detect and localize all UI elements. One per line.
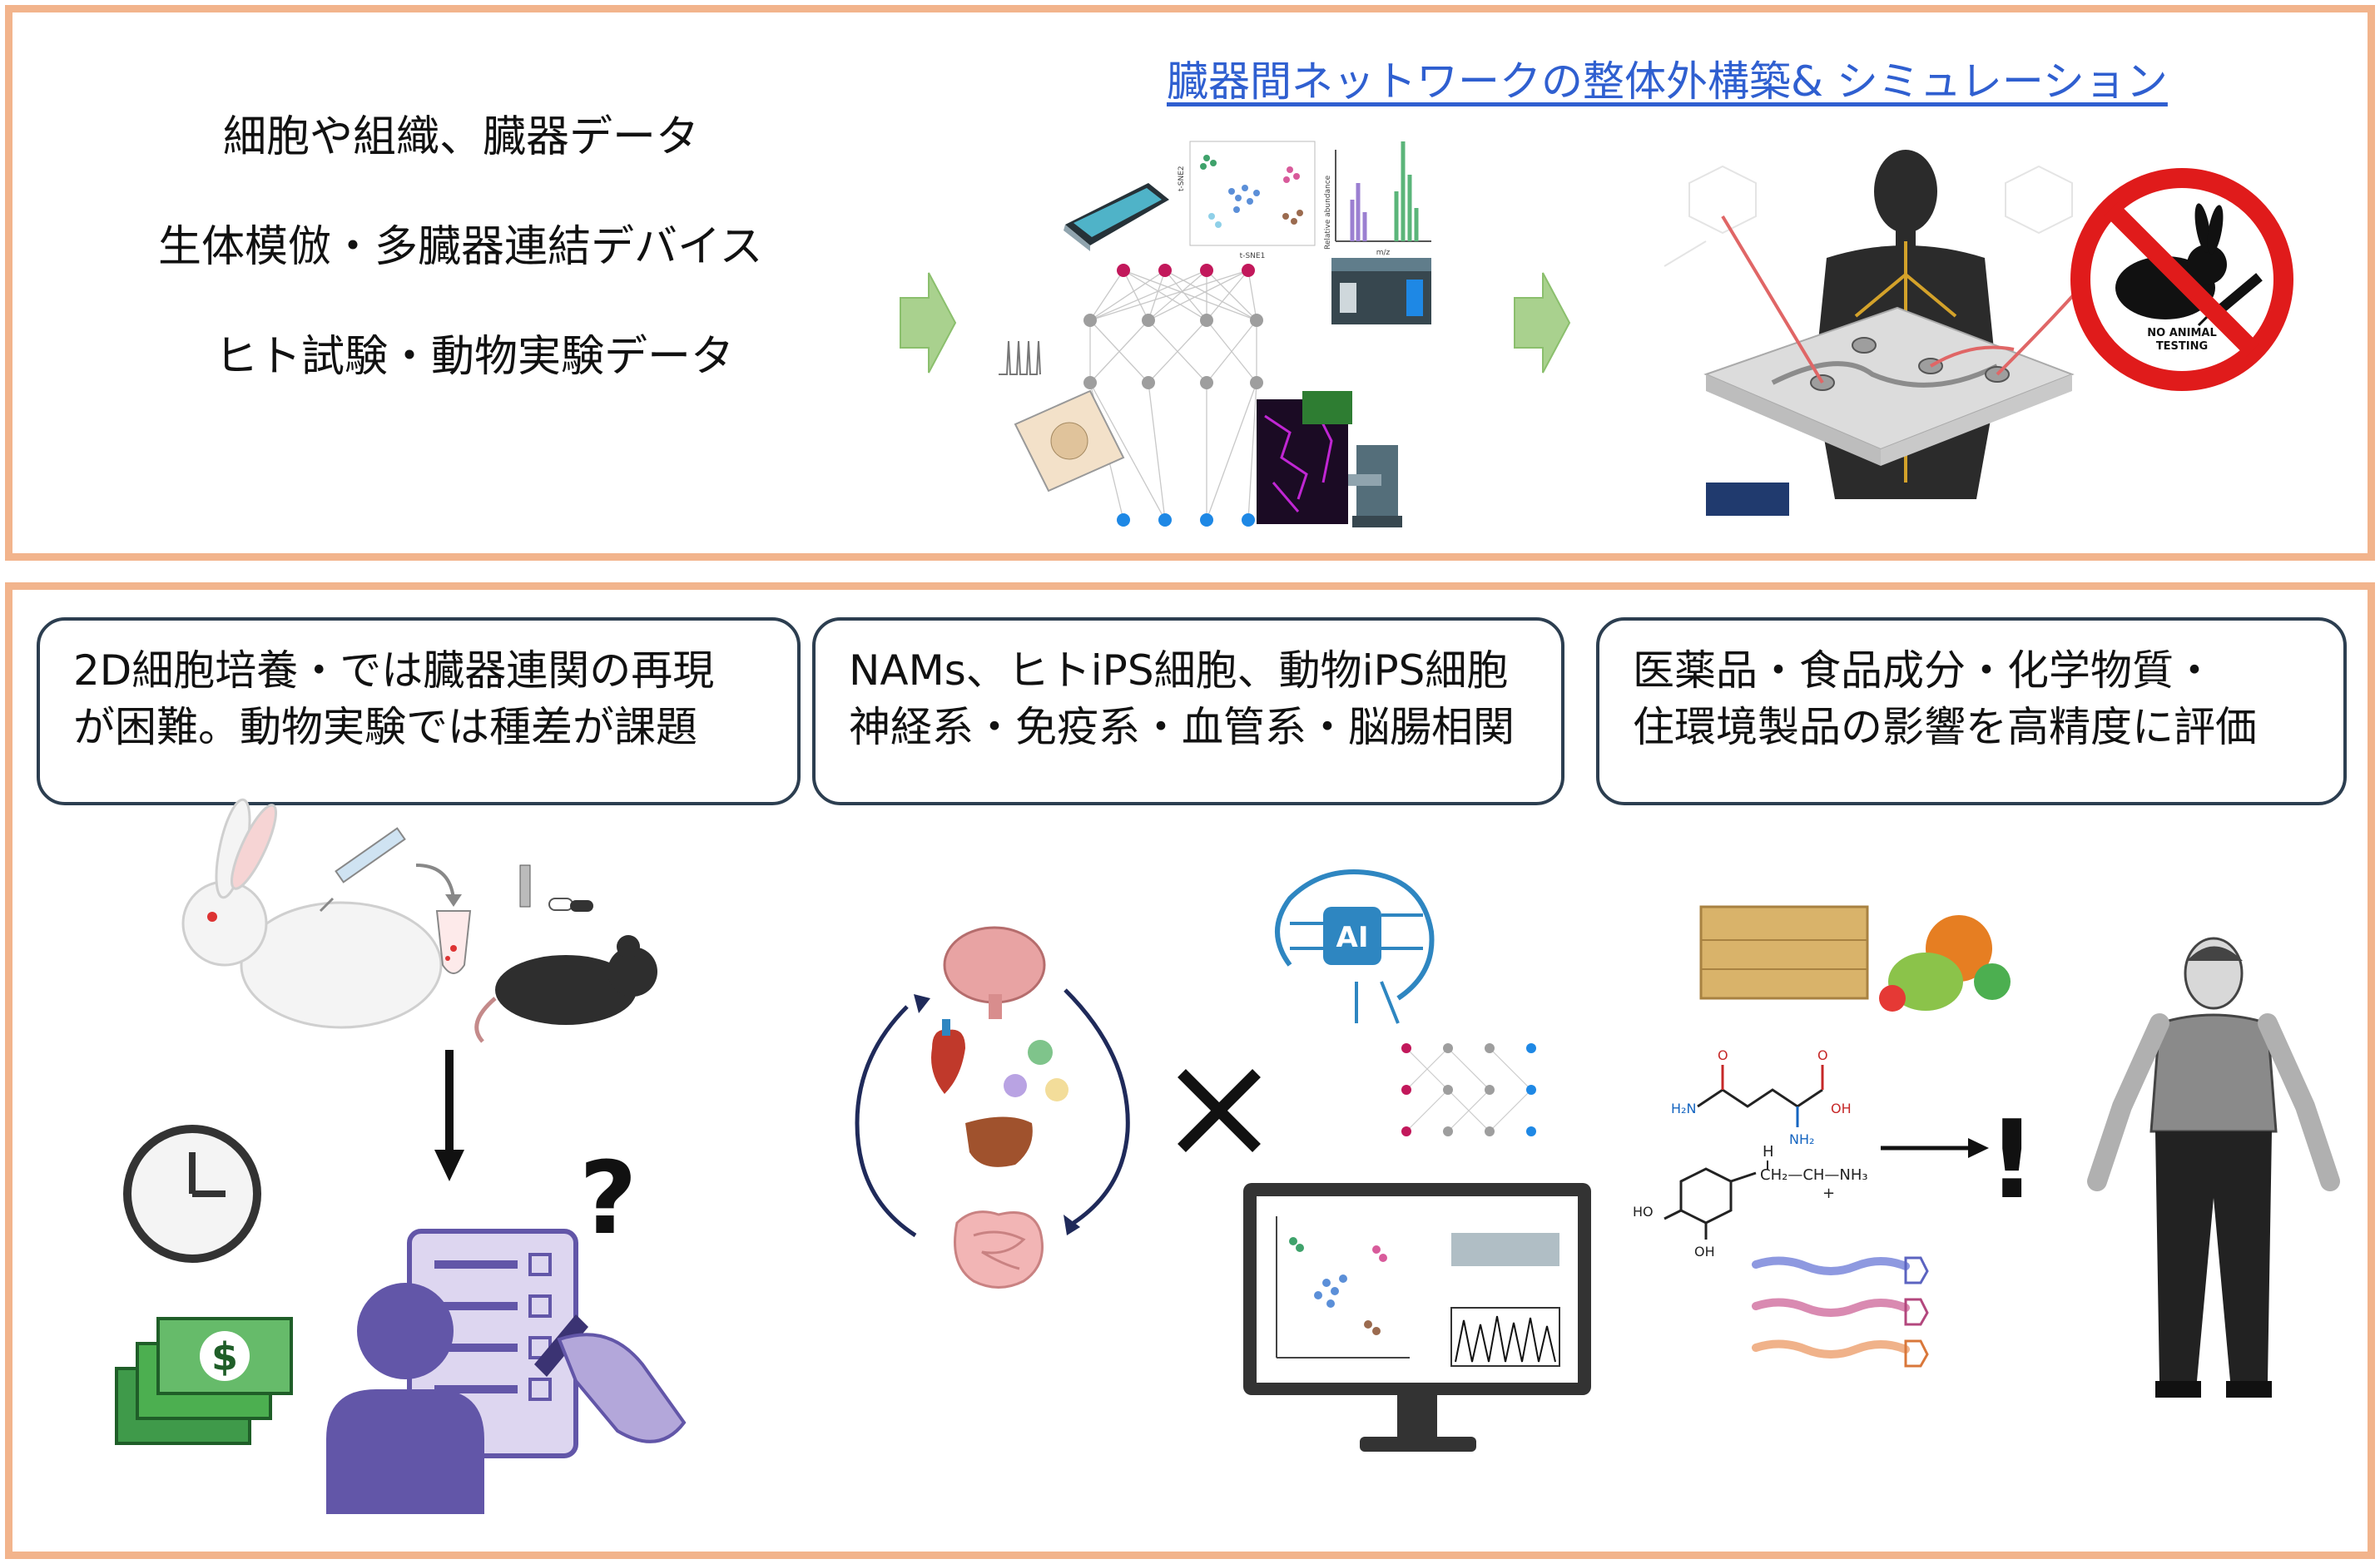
callout-evaluation-line2: 住環境製品の影響を高精度に評価 (1633, 703, 2257, 751)
tsne-scatter-icon: t-SNE1 t-SNE2 (1178, 141, 1316, 260)
callout-evaluation: 医薬品・食品成分・化学物質・ 住環境製品の影響を高精度に評価 (1596, 617, 2347, 805)
chem-h-label: H (1763, 1143, 1774, 1161)
chem-nh2-label: NH₂ (1789, 1131, 1814, 1147)
clock-icon (123, 1125, 261, 1263)
callout-problem: 2D細胞培養・では臓器連関の再現 が困難。動物実験では種差が課題 (37, 617, 801, 805)
chem-plus-label: + (1822, 1185, 1835, 1202)
person-checklist-icon (326, 1229, 687, 1514)
chemical-structures-illustration: H₂N OH NH₂ O O HO OH CH₂—CH—NH₃ H + (1633, 1047, 1989, 1368)
tablet-device-icon (1064, 183, 1169, 251)
down-arrow-icon (434, 1050, 464, 1181)
vegetables-icon (1879, 915, 2011, 1012)
ms-x-label: m/z (1376, 249, 1391, 257)
black-mouse-icon (474, 935, 657, 1043)
immune-cell-icon (1004, 1074, 1027, 1097)
rabbit-icon (2115, 203, 2227, 319)
organ-cycle-illustration (855, 926, 1130, 1289)
microscope-icon (1348, 445, 1402, 527)
cell-icon (1028, 1040, 1053, 1065)
no-animal-testing-badge: NO ANIMAL TESTING (2070, 168, 2293, 391)
multiply-icon (1178, 1069, 1261, 1152)
testing-text: TESTING (2156, 340, 2208, 353)
chem-ho-label: HO (1633, 1204, 1654, 1220)
source-human-animal-data: ヒト試験・動物実験データ (215, 332, 735, 382)
standing-man-icon (2087, 937, 2340, 1398)
ai-brain-icon: AI (1275, 869, 1435, 1024)
animal-testing-illustration (181, 798, 657, 1043)
syringe-pills-icon (519, 864, 593, 912)
green-arrow-icon (900, 272, 957, 374)
callout-evaluation-line1: 医薬品・食品成分・化学物質・ (1633, 646, 2215, 695)
neuron-cell-icon (1045, 1078, 1069, 1101)
sample-tube-icon (435, 910, 472, 974)
organ-chip-slab-icon (1703, 215, 2107, 466)
microchip-icon (1014, 389, 1125, 492)
white-rabbit-icon (181, 798, 443, 1029)
pen-hand-icon (534, 1314, 687, 1443)
callout-methods-line2: 神経系・免疫系・血管系・脳腸相関 (849, 703, 1515, 751)
callout-methods: NAMs、ヒトiPS細胞、動物iPS細胞 神経系・免疫系・血管系・脳腸相関 (812, 617, 1564, 805)
source-biomimetic-device: 生体模倣・多臓器連結デバイス (158, 222, 763, 272)
ai-label: AI (1336, 921, 1369, 954)
exclamation-mark: ! (1987, 1096, 2037, 1223)
data-collage-illustration: t-SNE1 t-SNE2 m/z Relative abundance (999, 141, 1431, 527)
chromatogram-icon (1450, 1307, 1560, 1367)
chem-h2n-label: H₂N (1671, 1101, 1696, 1116)
sequencer-machine-icon (1331, 258, 1431, 324)
curved-arrow-icon (415, 864, 455, 899)
liver-icon (965, 1116, 1033, 1167)
source-cell-tissue-organ-data: 細胞や組織、臓器データ (223, 112, 700, 162)
ms-y-label: Relative abundance (1324, 175, 1332, 250)
intestine-icon (954, 1210, 1044, 1289)
callout-methods-line1: NAMs、ヒトiPS細胞、動物iPS細胞 (849, 646, 1509, 695)
circuit-block-icon (1706, 483, 1789, 516)
dollar-sign: $ (211, 1334, 238, 1379)
sample-plate-icon (1451, 1233, 1559, 1266)
no-animal-text: NO ANIMAL (2147, 327, 2217, 339)
neural-network-icon (1401, 1043, 1536, 1136)
fluorescence-image-icon (1257, 391, 1352, 524)
green-arrow-icon (1514, 272, 1571, 374)
chem-o-label-2: O (1817, 1047, 1828, 1063)
food-products-illustration (1699, 905, 2011, 1012)
computer-monitor-icon (1243, 1183, 1591, 1452)
syringe-icon (319, 827, 406, 913)
tsne-x-label: t-SNE1 (1240, 252, 1266, 260)
chem-oh2-label: OH (1694, 1244, 1715, 1260)
chem-oh-label: OH (1831, 1101, 1852, 1116)
money-icon: $ (115, 1317, 293, 1445)
tsne-plot-icon (1276, 1216, 1410, 1359)
peptide-chains-icon (1752, 1256, 1929, 1368)
heart-icon (931, 1019, 965, 1094)
callout-problem-line2: が困難。動物実験では種差が課題 (73, 703, 697, 751)
ephys-trace-icon (999, 340, 1041, 375)
network-simulation-title: 臓器間ネットワークの整体外構築& シミュレーション (1167, 57, 2168, 106)
neural-network-icon (1083, 264, 1263, 527)
mass-spectrum-icon: m/z Relative abundance (1324, 141, 1431, 257)
glutamine-structure-icon: H₂N OH NH₂ O O (1671, 1047, 1852, 1147)
hay-bale-icon (1699, 905, 1869, 1000)
tsne-y-label: t-SNE2 (1178, 166, 1186, 191)
question-mark: ? (579, 1141, 637, 1257)
dopamine-structure-icon: HO OH CH₂—CH—NH₃ H + (1633, 1143, 1868, 1260)
chem-chain-label: CH₂—CH—NH₃ (1760, 1166, 1868, 1184)
brain-icon (943, 926, 1046, 1019)
chem-o-label-1: O (1718, 1047, 1728, 1063)
callout-problem-line1: 2D細胞培養・では臓器連関の再現 (73, 646, 715, 695)
body-on-chip-illustration (1664, 150, 2107, 516)
